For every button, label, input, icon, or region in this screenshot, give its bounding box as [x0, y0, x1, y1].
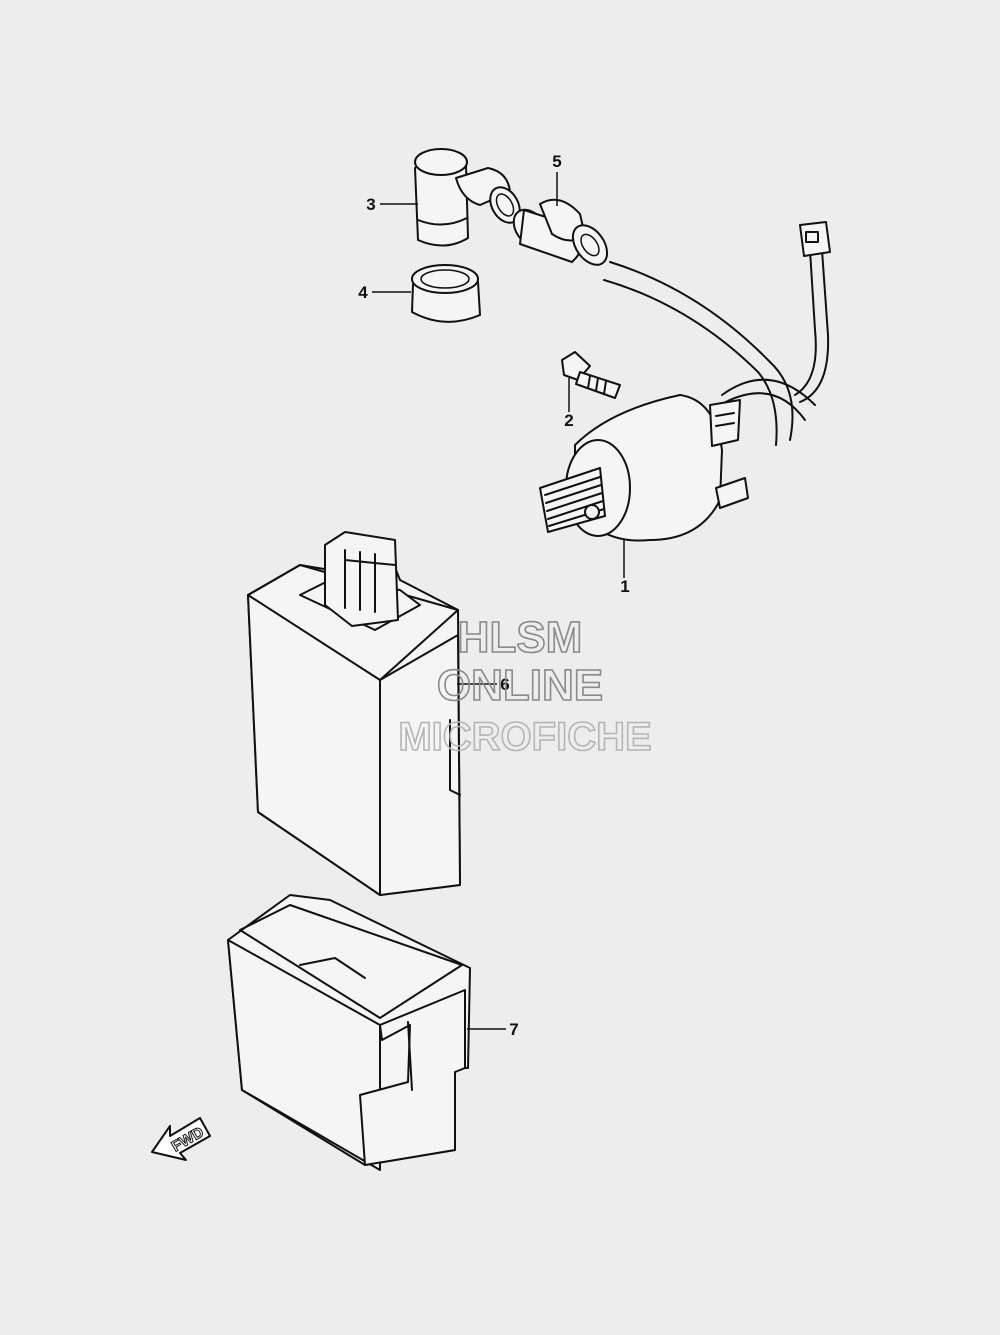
module-holder-part-7[interactable]	[227, 894, 471, 1171]
callout-3[interactable]: 3	[366, 195, 375, 214]
ignition-coil-part-1[interactable]	[539, 394, 749, 542]
callout-5[interactable]: 5	[552, 152, 561, 171]
callout-leaders	[372, 172, 625, 1030]
watermark-line-3: MICROFICHE	[398, 715, 651, 759]
callout-7[interactable]: 7	[509, 1020, 518, 1039]
bolt-part-2[interactable]	[561, 351, 621, 399]
fwd-arrow-icon: FWD	[151, 1117, 211, 1161]
grommet-part-5[interactable]	[507, 198, 614, 271]
plug-cap-part-3[interactable]	[414, 148, 526, 247]
callout-4[interactable]: 4	[358, 283, 368, 302]
callout-1[interactable]: 1	[620, 577, 629, 596]
ignition-lead	[603, 221, 831, 446]
callout-2[interactable]: 2	[564, 411, 573, 430]
ignition-module-part-6[interactable]	[247, 531, 461, 896]
callout-6[interactable]: 6	[500, 675, 509, 694]
ring-part-4[interactable]	[411, 264, 481, 323]
watermark-line-1: HLSM	[458, 613, 583, 662]
watermark-line-2: ONLINE	[437, 661, 603, 710]
